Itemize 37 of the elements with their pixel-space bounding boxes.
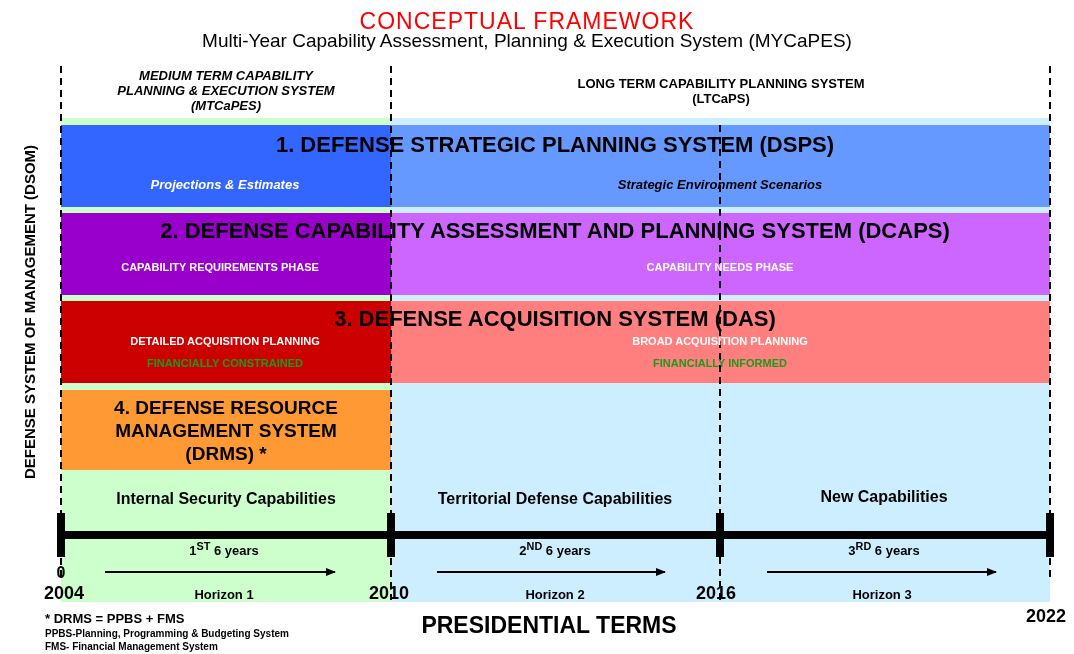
horizon-label: Horizon 3 xyxy=(852,587,912,602)
system-band xyxy=(61,125,1050,207)
phase-label: CAPABILITY REQUIREMENTS PHASE xyxy=(121,261,319,273)
system-band xyxy=(61,213,1050,295)
footnote: * DRMS = PPBS + FMS xyxy=(45,611,185,626)
axis-title: PRESIDENTIAL TERMS xyxy=(421,612,677,639)
planning-label: DETAILED ACQUISITION PLANNING xyxy=(130,335,320,347)
capability-label: New Capabilities xyxy=(820,488,948,506)
period-label: 3$^{RD}$ 6 years xyxy=(848,540,920,559)
period-label: 2$^{ND}$ 6 years xyxy=(519,540,591,559)
band-heading: 2. DEFENSE CAPABILITY ASSESSMENT AND PLANNING SYSTEM (DCAPS) xyxy=(160,218,950,244)
year-label: 2004 xyxy=(44,583,84,604)
band-subtitle: Projections & Estimates xyxy=(150,177,300,192)
phase-label: CAPABILITY NEEDS PHASE xyxy=(646,261,794,273)
year-label: 2022 xyxy=(1026,606,1066,627)
horizon-label: Horizon 2 xyxy=(525,587,585,602)
year-label: 2016 xyxy=(696,583,736,604)
period-label: 1$^{ST}$ 6 years xyxy=(189,540,259,559)
capability-label: Internal Security Capabilities xyxy=(116,490,336,508)
year-label: 0 xyxy=(56,564,66,582)
year-label: 2010 xyxy=(369,583,409,604)
band-heading: 1. DEFENSE STRATEGIC PLANNING SYSTEM (DSPS) xyxy=(275,132,835,158)
finance-label: FINANCIALLY INFORMED xyxy=(653,357,787,369)
finance-label: FINANCIALLY CONSTRAINED xyxy=(147,357,303,369)
band-heading: 4. DEFENSE RESOURCE MANAGEMENT SYSTEM (DRMS) * xyxy=(113,396,339,465)
region-heading: MEDIUM TERM CAPABILITY PLANNING & EXECUTION SYSTEM (MTCaPES) xyxy=(116,68,336,113)
system-band xyxy=(61,390,391,470)
capability-label: Territorial Defense Capabilities xyxy=(437,490,673,508)
system-band xyxy=(61,301,1050,383)
footnote: PPBS-Planning, Programming & Budgeting System xyxy=(45,628,289,639)
axis-label: DEFENSE SYSTEM OF MANAGEMENT (DSOM) xyxy=(20,143,39,482)
band-heading: 3. DEFENSE ACQUISITION SYSTEM (DAS) xyxy=(334,306,776,332)
planning-label: BROAD ACQUISITION PLANNING xyxy=(632,335,808,347)
band-subtitle: Strategic Environment Scenarios xyxy=(617,177,823,192)
footnote: FMS- Financial Management System xyxy=(45,641,218,652)
region-heading: LONG TERM CAPABILITY PLANNING SYSTEM (LTCaPS) xyxy=(576,76,866,106)
horizon-label: Horizon 1 xyxy=(194,587,254,602)
